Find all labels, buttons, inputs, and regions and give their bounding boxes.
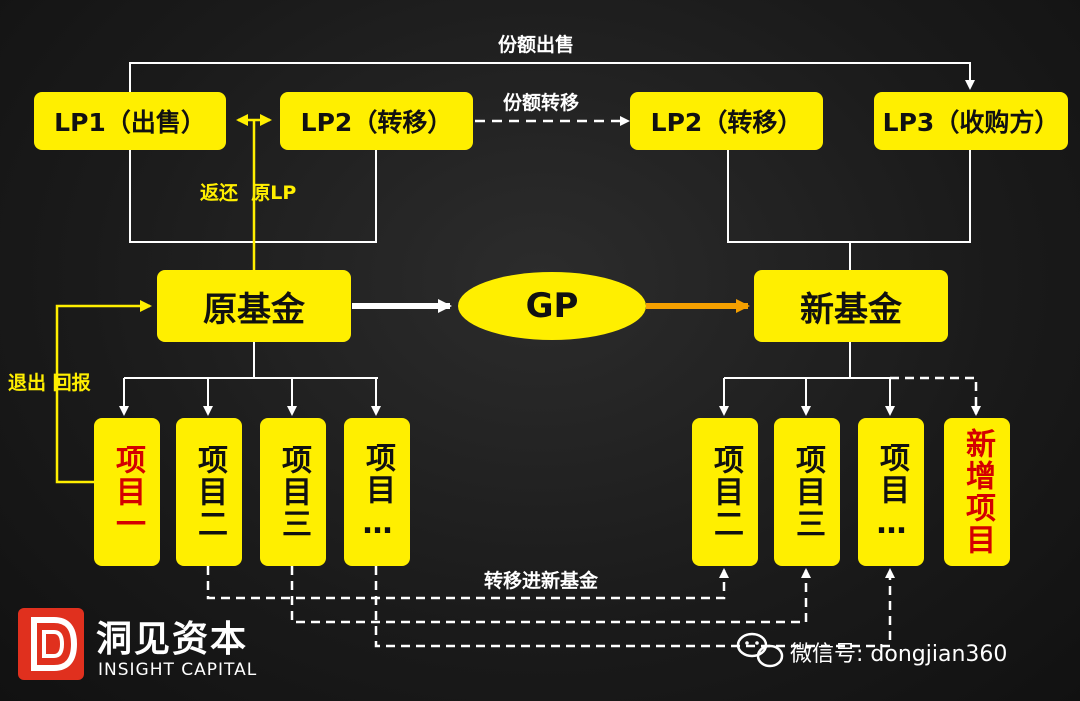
new-fund-node: 新基金 bbox=[754, 270, 948, 342]
lp2-transfer-node-left: LP2（转移） bbox=[280, 92, 473, 150]
lp3-buyer-node: LP3（收购方） bbox=[874, 92, 1068, 150]
old-project-3: 项目三 bbox=[260, 418, 326, 566]
lp2-transfer-node-right: LP2（转移） bbox=[630, 92, 823, 150]
exit-return-line bbox=[55, 300, 152, 484]
gp-node: GP bbox=[458, 272, 646, 340]
new-added-project: 新增项目 bbox=[944, 418, 1010, 566]
new-project-2: 项目二 bbox=[692, 418, 758, 566]
old-fund-node: 原基金 bbox=[157, 270, 351, 342]
new-project-more: 项目… bbox=[858, 418, 924, 566]
transfer-line-2 bbox=[206, 566, 729, 600]
exit-return-label: 退出 回报 bbox=[8, 372, 91, 394]
share-sale-line bbox=[129, 62, 975, 92]
transfer-line-4 bbox=[374, 566, 895, 648]
new-project-dashed bbox=[890, 376, 981, 416]
insight-capital-logo-icon bbox=[18, 608, 84, 680]
share-sale-label: 份额出售 bbox=[498, 34, 575, 56]
new-project-3: 项目三 bbox=[774, 418, 840, 566]
new-lp-bracket bbox=[727, 150, 971, 243]
lp1-seller-node: LP1（出售） bbox=[34, 92, 226, 150]
logo-en: INSIGHT CAPITAL bbox=[98, 660, 258, 680]
old-project-2: 项目二 bbox=[176, 418, 242, 566]
wechat-id: 微信号: dongjian360 bbox=[790, 642, 1008, 667]
old-fund-tree bbox=[124, 342, 378, 379]
logo-cn: 洞见资本 bbox=[96, 619, 249, 660]
transfer-to-new-fund-label: 转移进新基金 bbox=[484, 570, 599, 592]
share-transfer-label: 份额转移 bbox=[503, 92, 580, 114]
new-fund-tree bbox=[724, 342, 890, 379]
old-project-more: 项目… bbox=[344, 418, 410, 566]
return-original-lp-label: 返还 原LP bbox=[200, 182, 297, 204]
old-project-1: 项目一 bbox=[94, 418, 160, 566]
wechat-icon bbox=[736, 632, 784, 668]
